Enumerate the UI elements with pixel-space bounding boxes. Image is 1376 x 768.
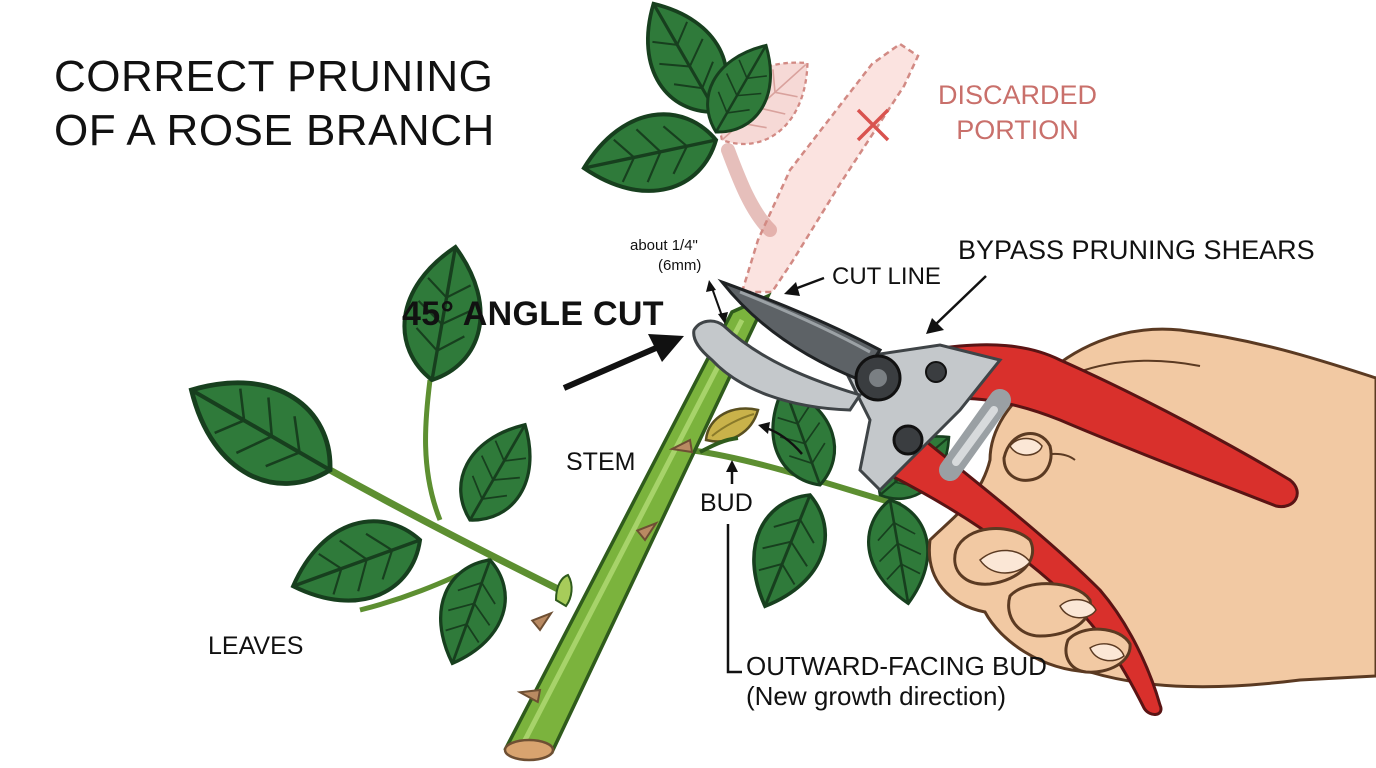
leaves-label: LEAVES [208, 633, 303, 661]
shears-label: BYPASS PRUNING SHEARS [958, 236, 1315, 266]
outward-bud-label-line-2: (New growth direction) [746, 682, 1006, 711]
outward-bud-label-line-1: OUTWARD-FACING BUD [746, 652, 1047, 681]
cut-line-label: CUT LINE [832, 264, 941, 290]
discarded-portion-label: DISCARDED PORTION [938, 78, 1097, 147]
angle-cut-label: 45° ANGLE CUT [402, 296, 664, 333]
title-line-2: OF A ROSE BRANCH [54, 104, 495, 158]
stem-label: STEM [566, 449, 635, 477]
distance-label-line-2: (6mm) [658, 258, 701, 275]
bud-label: BUD [700, 490, 753, 518]
distance-label-line-1: about 1/4" [630, 238, 698, 255]
diagram-title: CORRECT PRUNING OF A ROSE BRANCH [54, 50, 495, 157]
title-line-1: CORRECT PRUNING [54, 50, 495, 104]
upper-leaves [576, 0, 790, 205]
